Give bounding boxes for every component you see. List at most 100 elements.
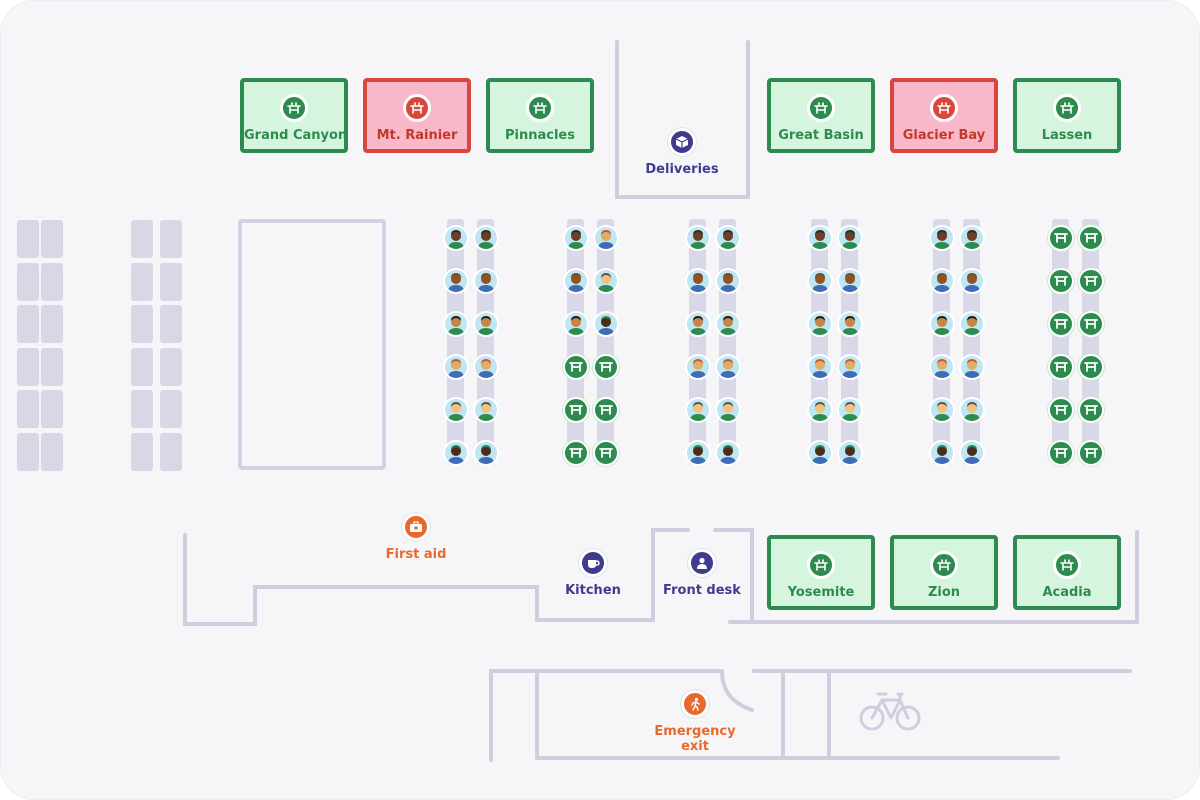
person-avatar-icon xyxy=(478,445,494,464)
occupied-desk[interactable] xyxy=(929,311,955,337)
person-icon xyxy=(688,549,716,577)
occupied-desk[interactable] xyxy=(837,354,863,380)
meeting-room-label: Yosemite xyxy=(787,585,855,600)
meeting-room[interactable]: Yosemite xyxy=(767,535,875,610)
front-desk-point[interactable]: Front desk xyxy=(647,549,757,598)
available-desk[interactable] xyxy=(1078,311,1104,337)
occupied-desk[interactable] xyxy=(837,397,863,423)
occupied-desk[interactable] xyxy=(443,268,469,294)
deliveries-point[interactable]: Deliveries xyxy=(627,128,737,177)
meeting-room[interactable]: Pinnacles xyxy=(486,78,594,153)
occupied-desk[interactable] xyxy=(715,225,741,251)
occupied-desk[interactable] xyxy=(685,397,711,423)
available-desk[interactable] xyxy=(563,440,589,466)
occupied-desk[interactable] xyxy=(959,225,985,251)
occupied-desk[interactable] xyxy=(473,397,499,423)
available-desk[interactable] xyxy=(593,397,619,423)
occupied-desk[interactable] xyxy=(685,268,711,294)
meeting-room[interactable]: Lassen xyxy=(1013,78,1121,153)
desk-bench xyxy=(447,219,464,465)
occupied-desk[interactable] xyxy=(837,440,863,466)
occupied-desk[interactable] xyxy=(929,225,955,251)
occupied-desk[interactable] xyxy=(473,268,499,294)
occupied-desk[interactable] xyxy=(563,268,589,294)
person-avatar-icon xyxy=(842,445,858,464)
occupied-desk[interactable] xyxy=(959,354,985,380)
occupied-desk[interactable] xyxy=(715,440,741,466)
available-desk[interactable] xyxy=(593,354,619,380)
occupied-desk[interactable] xyxy=(929,397,955,423)
meeting-room[interactable]: Mt. Rainier xyxy=(363,78,471,153)
kitchen-point[interactable]: Kitchen xyxy=(538,549,648,598)
occupied-desk[interactable] xyxy=(593,225,619,251)
occupied-desk[interactable] xyxy=(443,354,469,380)
occupied-desk[interactable] xyxy=(715,311,741,337)
occupied-desk[interactable] xyxy=(715,268,741,294)
occupied-desk[interactable] xyxy=(443,311,469,337)
occupied-desk[interactable] xyxy=(807,311,833,337)
occupied-desk[interactable] xyxy=(929,268,955,294)
meeting-room[interactable]: Grand Canyon xyxy=(240,78,348,153)
available-desk[interactable] xyxy=(1048,397,1074,423)
occupied-desk[interactable] xyxy=(443,397,469,423)
occupied-desk[interactable] xyxy=(807,440,833,466)
available-desk[interactable] xyxy=(1078,354,1104,380)
person-avatar-icon xyxy=(812,402,828,421)
occupied-desk[interactable] xyxy=(715,354,741,380)
occupied-desk[interactable] xyxy=(473,354,499,380)
occupied-desk[interactable] xyxy=(837,268,863,294)
available-desk[interactable] xyxy=(1048,225,1074,251)
occupied-desk[interactable] xyxy=(959,440,985,466)
occupied-desk[interactable] xyxy=(959,397,985,423)
available-desk[interactable] xyxy=(1078,225,1104,251)
first-aid-point[interactable]: First aid xyxy=(361,513,471,562)
available-desk[interactable] xyxy=(1048,268,1074,294)
available-desk[interactable] xyxy=(1078,440,1104,466)
meeting-room[interactable]: Zion xyxy=(890,535,998,610)
occupied-desk[interactable] xyxy=(685,440,711,466)
occupied-desk[interactable] xyxy=(837,311,863,337)
available-desk[interactable] xyxy=(1048,440,1074,466)
occupied-desk[interactable] xyxy=(929,354,955,380)
occupied-desk[interactable] xyxy=(807,225,833,251)
meeting-table-icon xyxy=(1053,551,1081,579)
occupied-desk[interactable] xyxy=(685,225,711,251)
available-desk[interactable] xyxy=(1078,397,1104,423)
person-avatar-icon xyxy=(568,273,584,292)
available-desk[interactable] xyxy=(593,440,619,466)
available-desk[interactable] xyxy=(1078,268,1104,294)
available-desk[interactable] xyxy=(1048,311,1074,337)
occupied-desk[interactable] xyxy=(563,225,589,251)
available-desk[interactable] xyxy=(563,354,589,380)
meeting-room-label: Pinnacles xyxy=(505,128,575,143)
occupied-desk[interactable] xyxy=(473,225,499,251)
locker xyxy=(17,432,39,471)
occupied-desk[interactable] xyxy=(685,354,711,380)
occupied-desk[interactable] xyxy=(593,311,619,337)
occupied-desk[interactable] xyxy=(715,397,741,423)
occupied-desk[interactable] xyxy=(443,225,469,251)
meeting-room[interactable]: Great Basin xyxy=(767,78,875,153)
desk-bench xyxy=(567,219,584,465)
occupied-desk[interactable] xyxy=(807,268,833,294)
occupied-desk[interactable] xyxy=(473,440,499,466)
person-avatar-icon xyxy=(478,359,494,378)
emergency-exit-point[interactable]: Emergency exit xyxy=(640,690,750,754)
occupied-desk[interactable] xyxy=(563,311,589,337)
occupied-desk[interactable] xyxy=(443,440,469,466)
occupied-desk[interactable] xyxy=(685,311,711,337)
occupied-desk[interactable] xyxy=(929,440,955,466)
occupied-desk[interactable] xyxy=(593,268,619,294)
person-avatar-icon xyxy=(690,359,706,378)
occupied-desk[interactable] xyxy=(837,225,863,251)
occupied-desk[interactable] xyxy=(807,397,833,423)
occupied-desk[interactable] xyxy=(959,268,985,294)
meeting-room[interactable]: Glacier Bay xyxy=(890,78,998,153)
occupied-desk[interactable] xyxy=(959,311,985,337)
occupied-desk[interactable] xyxy=(807,354,833,380)
meeting-room[interactable]: Acadia xyxy=(1013,535,1121,610)
available-desk[interactable] xyxy=(563,397,589,423)
available-desk[interactable] xyxy=(1048,354,1074,380)
occupied-desk[interactable] xyxy=(473,311,499,337)
locker xyxy=(41,432,63,471)
